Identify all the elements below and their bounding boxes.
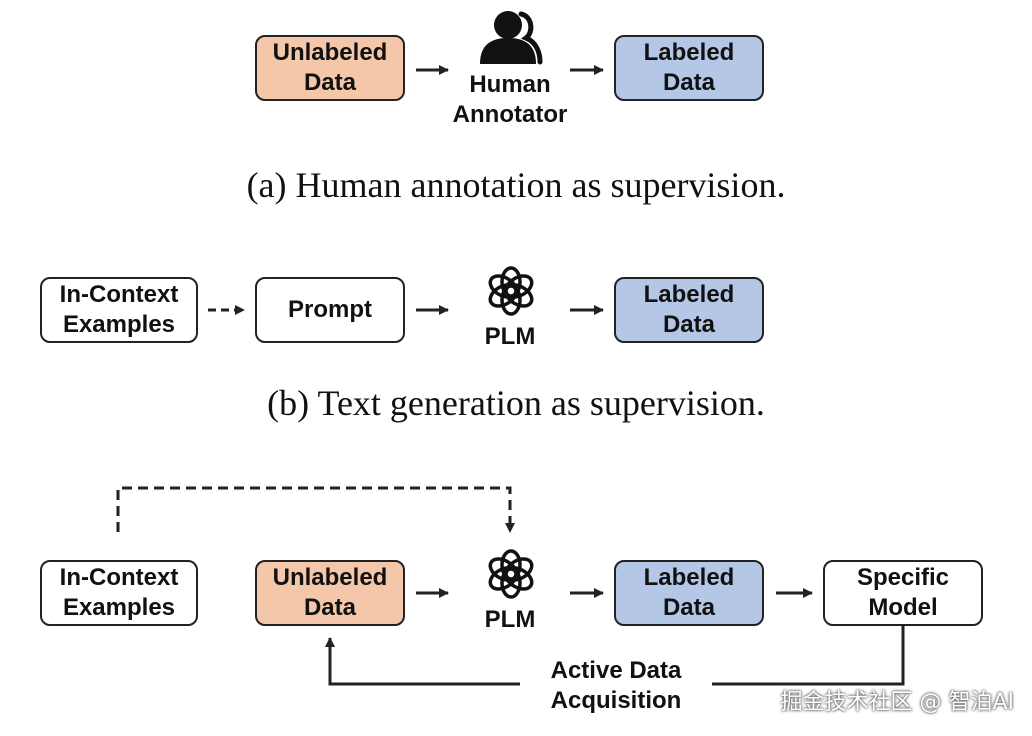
plm-label-b: PLM [484,323,536,350]
feedback-arrow-left [325,637,520,686]
dashed-examples-to-plm [116,486,515,533]
plm-label-c: PLM [484,606,536,633]
labeled-data-box-a: Labeled Data [614,35,764,101]
in-context-examples-label-b: In-Context Examples [59,281,179,338]
in-context-examples-box-b: In-Context Examples [40,277,198,343]
watermark: 掘金技术社区 @ 智泊AI [780,690,1014,715]
caption-b: (b) Text generation as supervision. [267,383,765,423]
labeled-data-label-b: Labeled Data [643,281,735,338]
labeled-data-box-b: Labeled Data [614,277,764,343]
openai-knot-icon [488,549,534,599]
unlabeled-data-label-a: Unlabeled Data [272,39,388,96]
in-context-examples-box-c: In-Context Examples [40,560,198,626]
feedback-line-right [712,625,905,686]
specific-model-box: Specific Model [823,560,983,626]
specific-model-label: Specific Model [856,564,950,621]
prompt-box: Prompt [255,277,405,343]
labeled-data-label-a: Labeled Data [643,39,735,96]
unlabeled-data-box-c: Unlabeled Data [255,560,405,626]
in-context-examples-label-c: In-Context Examples [59,564,179,621]
labeled-data-label-c: Labeled Data [643,564,735,621]
unlabeled-data-box-a: Unlabeled Data [255,35,405,101]
active-data-acquisition-label: Active Data Acquisition [550,657,682,714]
human-annotator-label: Human Annotator [452,71,568,128]
labeled-data-box-c: Labeled Data [614,560,764,626]
unlabeled-data-label-c: Unlabeled Data [272,564,388,621]
prompt-label: Prompt [288,296,372,323]
caption-a: (a) Human annotation as supervision. [246,165,786,205]
person-silhouette-icon [480,11,543,65]
openai-knot-icon [488,266,534,316]
